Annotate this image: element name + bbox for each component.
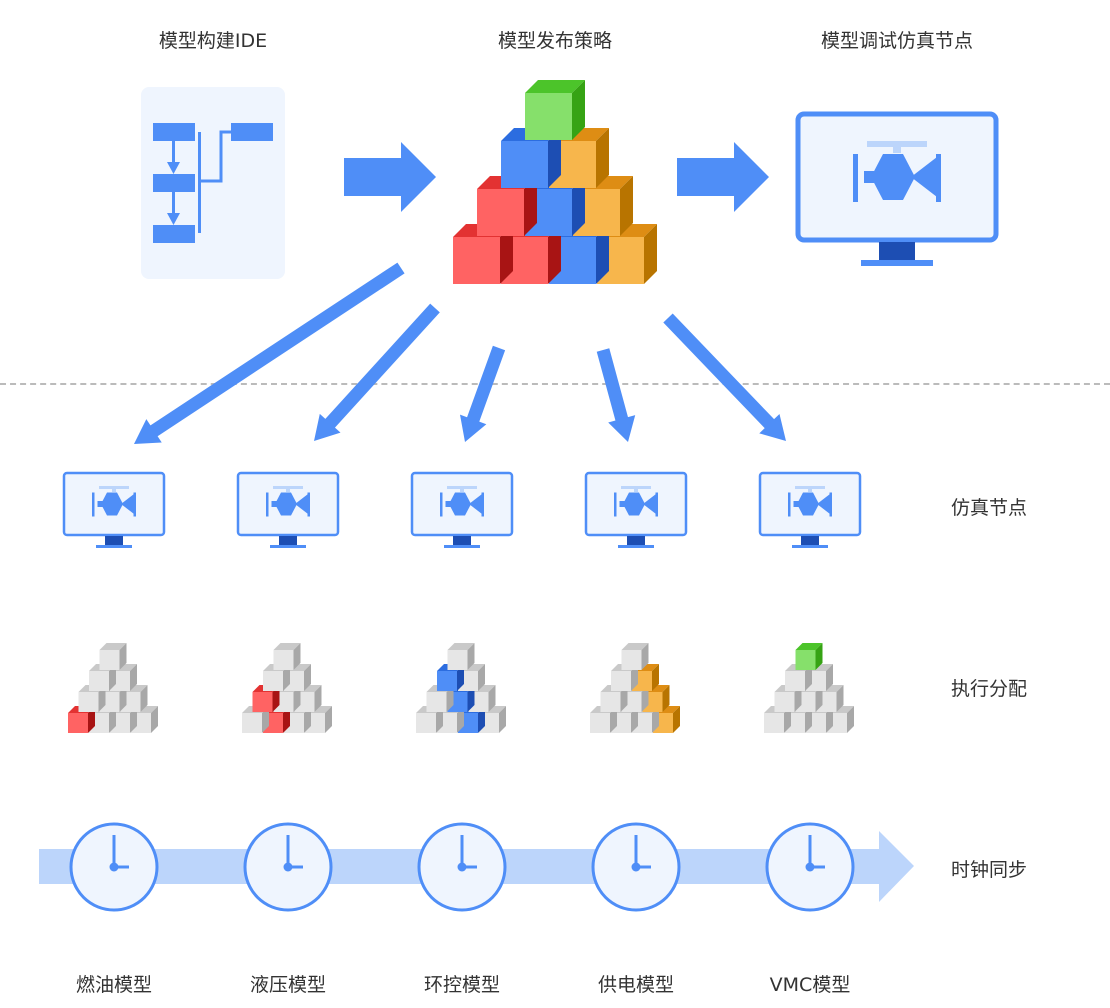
section-divider bbox=[0, 383, 1110, 385]
allocation-pyramid bbox=[242, 643, 332, 733]
arrow-down-icon bbox=[596, 348, 636, 442]
allocated-block bbox=[437, 664, 464, 691]
simulation-node-monitor bbox=[236, 471, 340, 548]
allocation-pyramid bbox=[590, 643, 680, 733]
clock-icon bbox=[417, 822, 507, 912]
model-label-env-control: 环控模型 bbox=[423, 974, 501, 996]
model-label-power: 供电模型 bbox=[597, 974, 675, 996]
row-label-allocation: 执行分配 bbox=[951, 678, 1028, 700]
allocation-pyramid bbox=[68, 643, 158, 733]
clock-icon bbox=[243, 822, 333, 912]
publish-strategy-title: 模型发布策略 bbox=[497, 30, 613, 52]
idle-block bbox=[621, 643, 649, 670]
arrow-down-icon bbox=[663, 313, 786, 441]
debug-monitor bbox=[795, 111, 999, 266]
model-blocks-pyramid bbox=[453, 80, 657, 284]
simulation-node-monitor bbox=[410, 471, 514, 548]
row-label-nodes: 仿真节点 bbox=[951, 497, 1028, 519]
pyramid-block-green bbox=[525, 80, 585, 140]
clock-icon bbox=[765, 822, 855, 912]
arrow-down-icon bbox=[134, 262, 405, 444]
idle-block bbox=[99, 643, 127, 670]
idle-block bbox=[426, 685, 454, 712]
row-label-clock: 时钟同步 bbox=[951, 859, 1028, 881]
arrow-down-icon bbox=[314, 303, 440, 441]
debug-monitor-icon bbox=[795, 111, 999, 266]
ide-icon bbox=[141, 87, 285, 279]
idle-block bbox=[447, 643, 475, 670]
clock-icon bbox=[591, 822, 681, 912]
model-label-fuel: 燃油模型 bbox=[75, 974, 153, 996]
model-label-vmc: VMC模型 bbox=[769, 974, 851, 996]
simulation-node-monitor bbox=[62, 471, 166, 548]
model-label-hydraulic: 液压模型 bbox=[249, 974, 327, 996]
ide-title: 模型构建IDE bbox=[158, 30, 268, 52]
debug-node-title: 模型调试仿真节点 bbox=[820, 30, 974, 52]
allocated-block bbox=[795, 643, 823, 670]
idle-block bbox=[273, 643, 301, 670]
simulation-node-monitor bbox=[584, 471, 688, 548]
arrow-down-icon bbox=[459, 345, 506, 442]
clock-icon bbox=[69, 822, 159, 912]
arrow-right-icon bbox=[344, 142, 436, 212]
arrow-right-icon bbox=[677, 142, 769, 212]
simulation-node-monitor bbox=[758, 471, 862, 548]
allocation-pyramid bbox=[764, 643, 854, 733]
distribution-arrows bbox=[134, 262, 786, 444]
allocation-pyramid bbox=[416, 643, 506, 733]
